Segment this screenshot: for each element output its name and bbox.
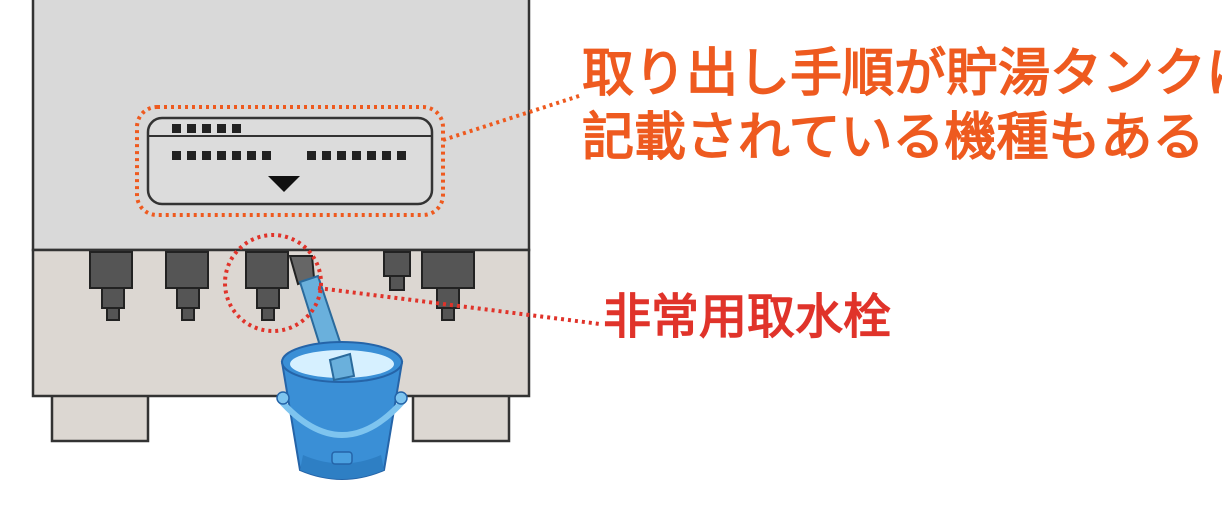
- down-triangle-icon: [268, 176, 300, 192]
- panel-text-placeholder: [172, 124, 406, 160]
- tank-callout-line-1: 取り出し手順が貯湯タンクに: [582, 44, 1222, 104]
- panel-leader-line: [442, 93, 583, 142]
- panel-highlight: [135, 105, 445, 217]
- valve-highlight: [223, 233, 323, 333]
- valve-leader-line: [317, 286, 601, 326]
- emergency-valve: [245, 251, 289, 321]
- tank-instructions-callout: 取り出し手順が貯湯タンクに 記載されている機種もある: [582, 42, 1222, 170]
- valve-3: [383, 251, 411, 291]
- valve-1: [89, 251, 133, 321]
- emergency-valve-label: 非常用取水栓: [603, 289, 892, 345]
- instruction-panel: [146, 116, 434, 206]
- valve-4: [421, 251, 475, 321]
- hose-end: [328, 352, 356, 382]
- tank-foot-left: [50, 393, 150, 443]
- tank-callout-line-2: 記載されている機種もある: [582, 108, 1205, 168]
- valve-2: [165, 251, 209, 321]
- tank-foot-right: [411, 393, 511, 443]
